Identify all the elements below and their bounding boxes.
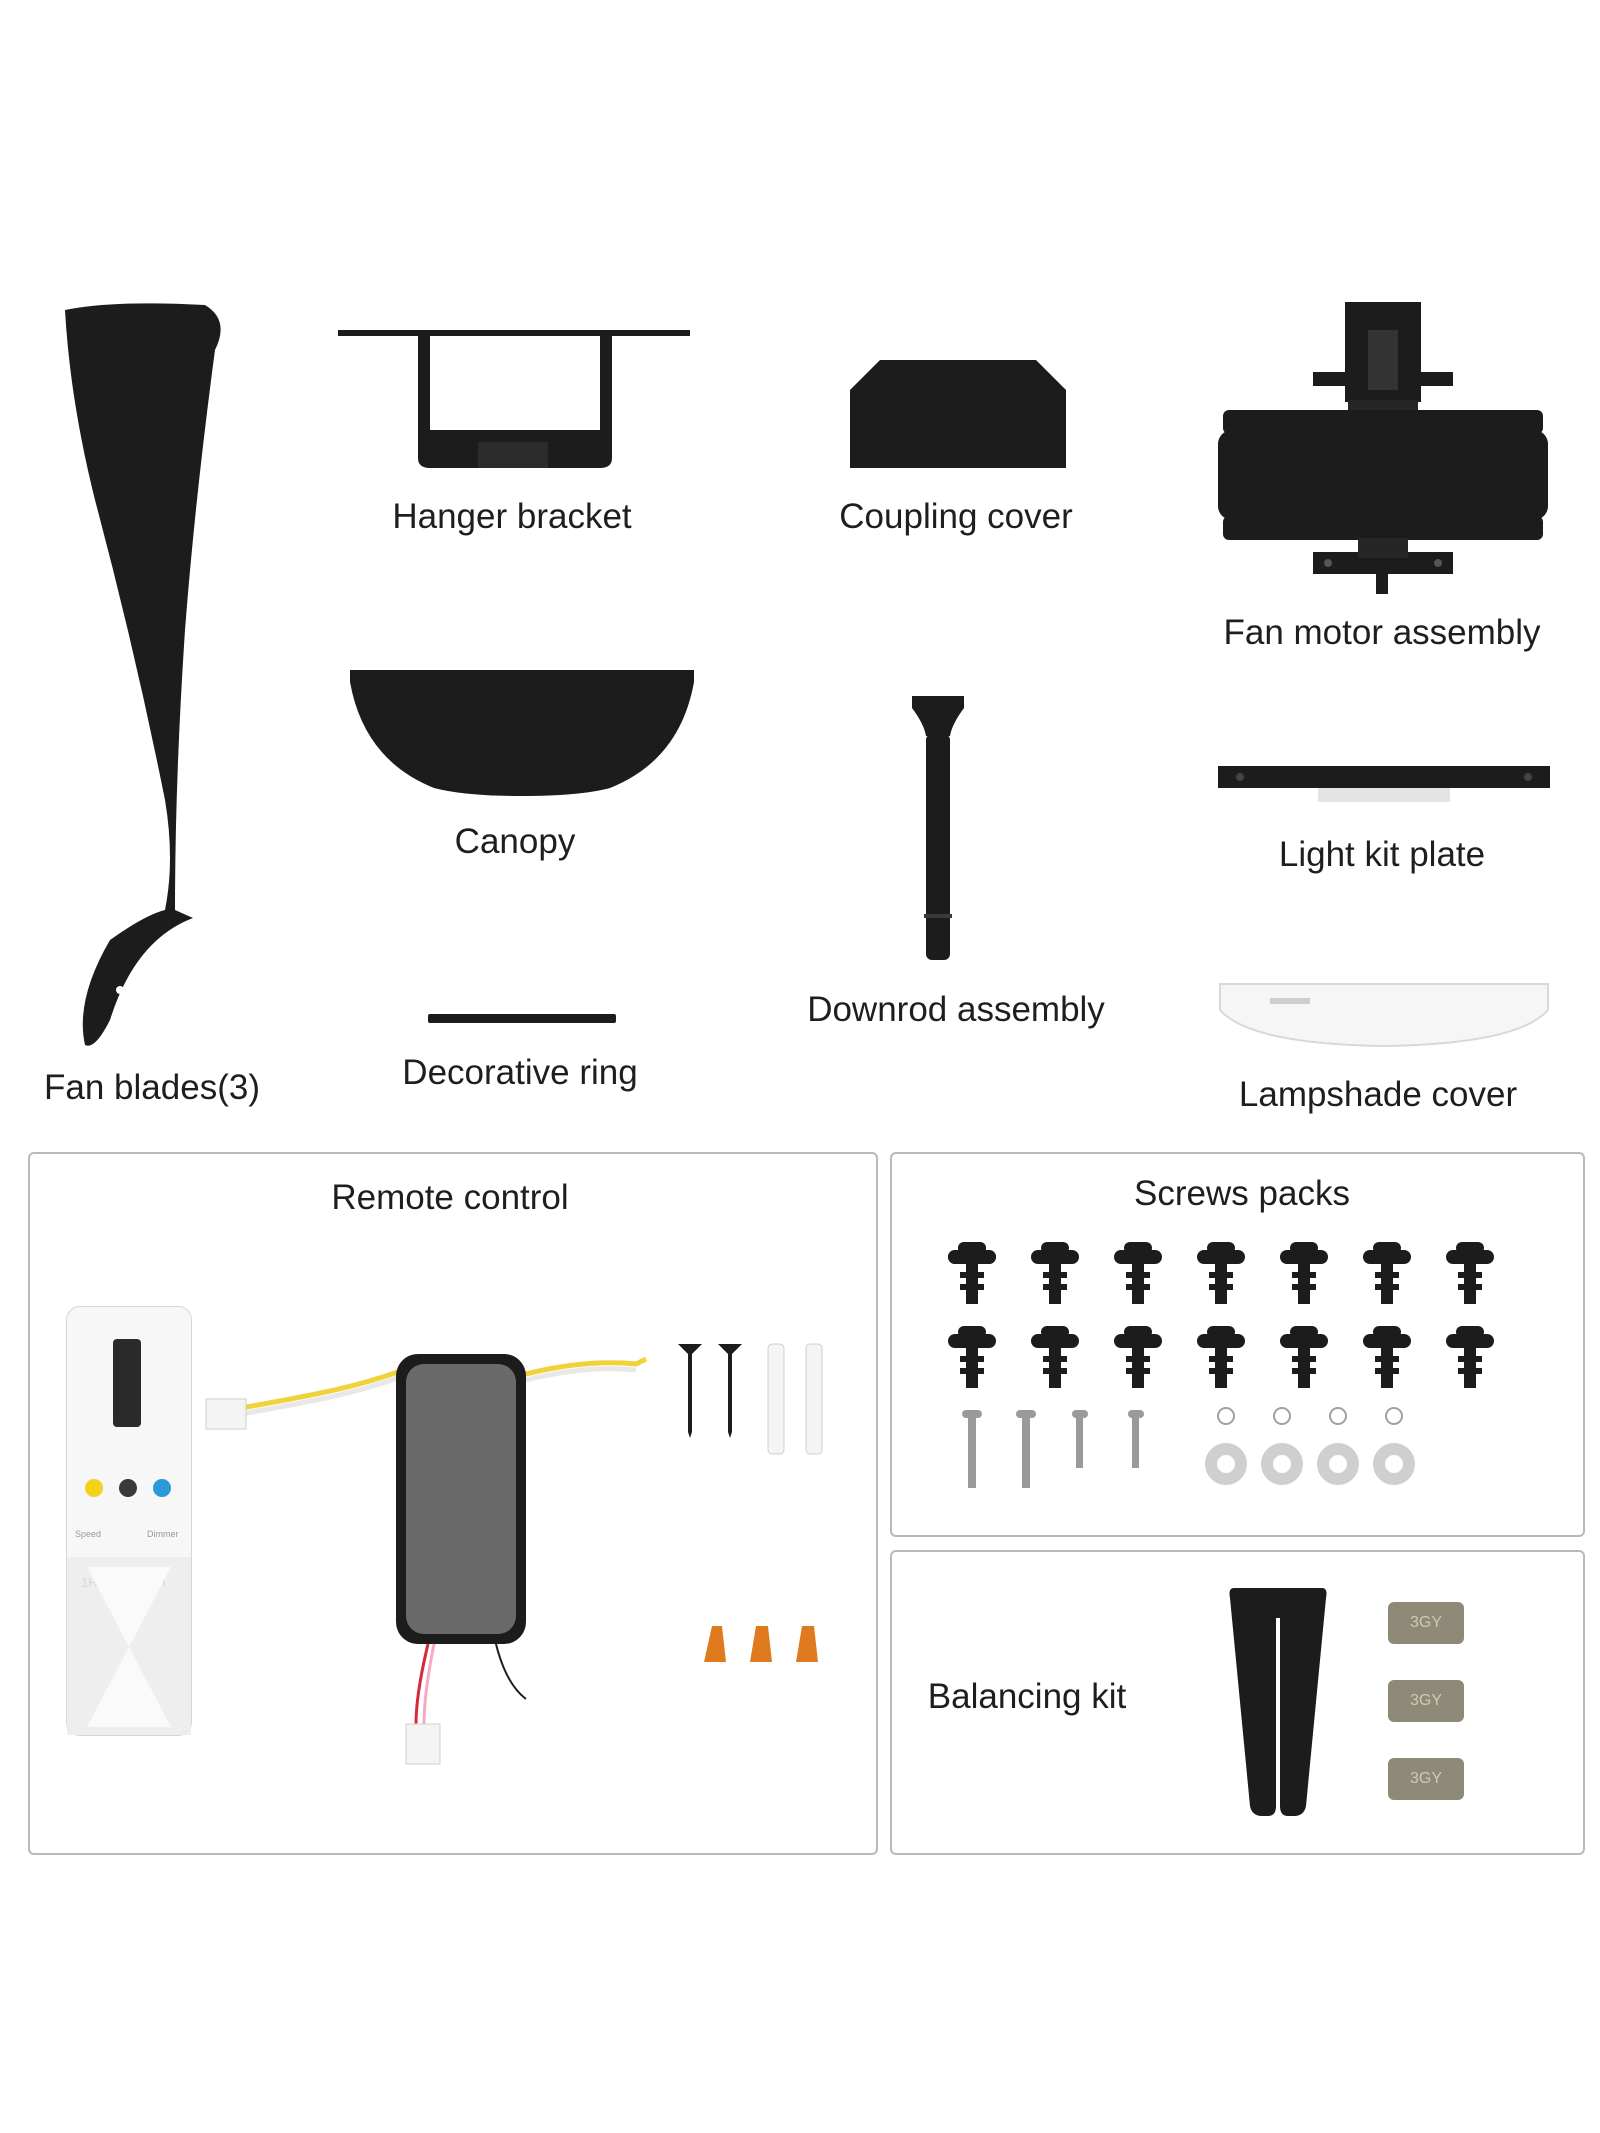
wall-holder-image — [67, 1557, 191, 1735]
speed-label: Speed — [75, 1529, 102, 1539]
balancing-weight-1: 3GY — [1388, 1602, 1464, 1644]
white-light-button[interactable] — [119, 1479, 137, 1497]
hanger-bracket-label: Hanger bracket — [392, 497, 632, 536]
canopy-label: Canopy — [454, 822, 576, 861]
wire-nuts-image — [704, 1626, 818, 1662]
lampshade-cover-image — [1219, 983, 1549, 1048]
receiver-module-image — [205, 1354, 648, 1765]
decorative-ring-image — [428, 1014, 616, 1023]
screws-packs-panel: Screws packs — [890, 1152, 1585, 1537]
yellow-light-button[interactable] — [85, 1479, 103, 1497]
screws-image — [948, 1242, 1494, 1488]
blue-light-button[interactable] — [153, 1479, 171, 1497]
balancing-weight-3: 3GY — [1388, 1758, 1464, 1800]
downrod-assembly-image — [912, 696, 964, 960]
balancing-kit-title: Balancing kit — [927, 1677, 1127, 1716]
downrod-assembly-label: Downrod assembly — [807, 990, 1105, 1029]
balancing-clip-image — [1229, 1588, 1327, 1816]
dimmer-label: Dimmer — [147, 1529, 179, 1539]
balancing-kit-panel: Balancing kit 3GY 3GY 3GY — [890, 1550, 1585, 1855]
remote-control-handset: Speed Dimmer 1H 2H 4H — [66, 1306, 192, 1736]
lampshade-cover-label: Lampshade cover — [1238, 1075, 1518, 1114]
light-kit-plate-image — [1218, 766, 1550, 802]
fan-motor-assembly-label: Fan motor assembly — [1223, 613, 1541, 652]
screws-packs-title: Screws packs — [1134, 1174, 1350, 1213]
decorative-ring-label: Decorative ring — [402, 1053, 638, 1092]
mounting-screws-image — [678, 1343, 823, 1455]
fan-blades-label: Fan blades(3) — [44, 1068, 260, 1107]
balancing-weight-2: 3GY — [1388, 1680, 1464, 1722]
fan-motor-assembly-image — [1218, 302, 1548, 594]
fan-blade-image — [65, 303, 221, 1046]
remote-control-panel: Remote control Speed Dimmer 1H 2H 4H — [28, 1152, 878, 1855]
remote-control-title: Remote control — [331, 1178, 569, 1217]
canopy-image — [350, 670, 694, 796]
coupling-cover-image — [850, 360, 1066, 468]
coupling-cover-label: Coupling cover — [839, 497, 1073, 536]
hanger-bracket-image — [338, 330, 690, 468]
light-kit-plate-label: Light kit plate — [1278, 835, 1486, 874]
